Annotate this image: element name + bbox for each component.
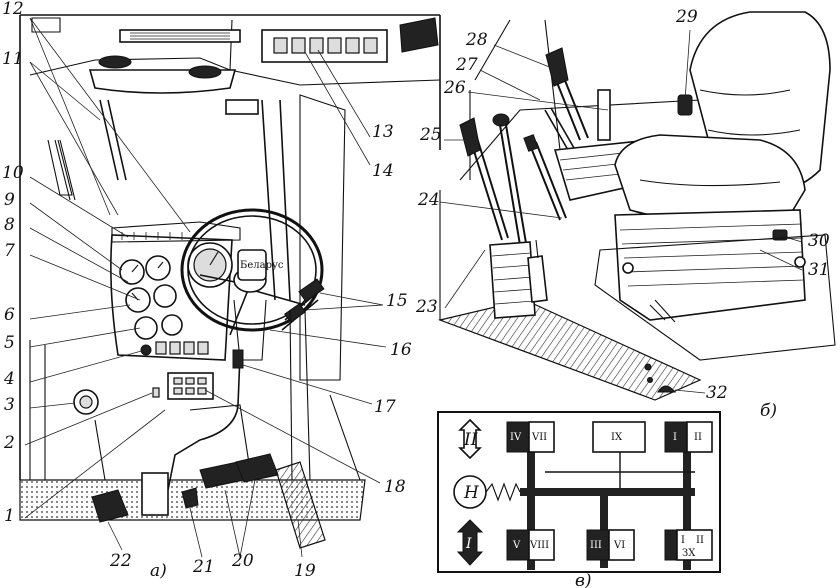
label-7: 7 bbox=[4, 241, 15, 261]
label-13: 13 bbox=[372, 122, 394, 142]
spring bbox=[485, 482, 521, 502]
label-19: 19 bbox=[294, 561, 316, 581]
label-32: 32 bbox=[706, 383, 728, 403]
caption-a: а) bbox=[150, 561, 167, 581]
range-low-arrow bbox=[456, 519, 484, 566]
gear-box-i-ii-bottom: I II ЗХ bbox=[664, 529, 713, 561]
label-4: 4 bbox=[3, 369, 15, 389]
control-levers bbox=[459, 47, 611, 319]
label-3: 3 bbox=[4, 395, 15, 415]
panel-v-gear-diagram: II I Н IV VII IX I II bbox=[437, 411, 721, 573]
label-12: 12 bbox=[2, 0, 24, 19]
label-27: 27 bbox=[455, 55, 478, 75]
svg-text:I: I bbox=[673, 432, 677, 443]
corner-vent bbox=[399, 17, 439, 53]
label-8: 8 bbox=[4, 215, 15, 235]
svg-text:V: V bbox=[512, 540, 521, 551]
svg-text:IV: IV bbox=[510, 432, 522, 443]
label-18: 18 bbox=[384, 477, 406, 497]
range-high-arrow bbox=[458, 418, 482, 460]
brand-badge: Беларус bbox=[240, 260, 284, 271]
caption-v: в) bbox=[575, 571, 592, 588]
label-30: 30 bbox=[808, 231, 830, 251]
svg-text:II: II bbox=[694, 432, 702, 443]
operator-seat bbox=[614, 11, 831, 321]
reverse-label: ЗХ bbox=[682, 548, 696, 559]
svg-text:I: I bbox=[681, 535, 685, 546]
gear-box-v-viii: V VIII bbox=[506, 529, 555, 561]
label-9: 9 bbox=[4, 190, 15, 210]
label-20: 20 bbox=[231, 551, 254, 571]
svg-text:VII: VII bbox=[531, 432, 547, 443]
label-11: 11 bbox=[2, 49, 24, 69]
gear-box-iii-vi: III VI bbox=[586, 529, 635, 561]
gear-box-ix: IX bbox=[592, 421, 646, 453]
label-16: 16 bbox=[390, 340, 412, 360]
label-21: 21 bbox=[192, 557, 215, 577]
gear-box-i-ii-top: I II bbox=[664, 421, 713, 453]
label-2: 2 bbox=[3, 433, 15, 453]
gear-box-iv-vii: IV VII bbox=[506, 421, 555, 453]
label-17: 17 bbox=[374, 397, 396, 417]
panel-a-cab: Беларус bbox=[19, 14, 441, 549]
svg-text:III: III bbox=[590, 540, 602, 551]
range-high-label: II bbox=[463, 430, 478, 450]
svg-text:VIII: VIII bbox=[529, 540, 549, 551]
label-29: 29 bbox=[675, 7, 698, 27]
label-24: 24 bbox=[417, 190, 440, 210]
label-22: 22 bbox=[109, 551, 132, 571]
label-31: 31 bbox=[808, 260, 830, 280]
range-low-label: I bbox=[465, 536, 472, 552]
label-1: 1 bbox=[4, 506, 15, 526]
pedals bbox=[91, 453, 326, 549]
label-14: 14 bbox=[372, 161, 394, 181]
label-23: 23 bbox=[415, 297, 438, 317]
label-6: 6 bbox=[4, 305, 15, 325]
callout-labels: 12 11 10 9 8 7 6 5 4 3 2 1 13 14 15 16 1… bbox=[2, 0, 830, 581]
label-15: 15 bbox=[386, 291, 408, 311]
steering-wheel: Беларус bbox=[180, 208, 324, 361]
label-10: 10 bbox=[2, 163, 24, 183]
label-5: 5 bbox=[4, 333, 15, 353]
leaders-b bbox=[439, 29, 803, 394]
label-26: 26 bbox=[443, 78, 466, 98]
panel-b-seat bbox=[437, 11, 836, 401]
neutral-label: Н bbox=[463, 483, 480, 503]
gauges bbox=[119, 242, 233, 340]
svg-text:IX: IX bbox=[611, 432, 623, 443]
svg-text:II: II bbox=[696, 535, 704, 546]
svg-text:VI: VI bbox=[613, 540, 625, 551]
leaders-a bbox=[24, 17, 387, 558]
caption-b: б) bbox=[760, 401, 777, 421]
label-25: 25 bbox=[419, 125, 442, 145]
shift-gate bbox=[520, 422, 695, 570]
label-28: 28 bbox=[465, 30, 488, 50]
